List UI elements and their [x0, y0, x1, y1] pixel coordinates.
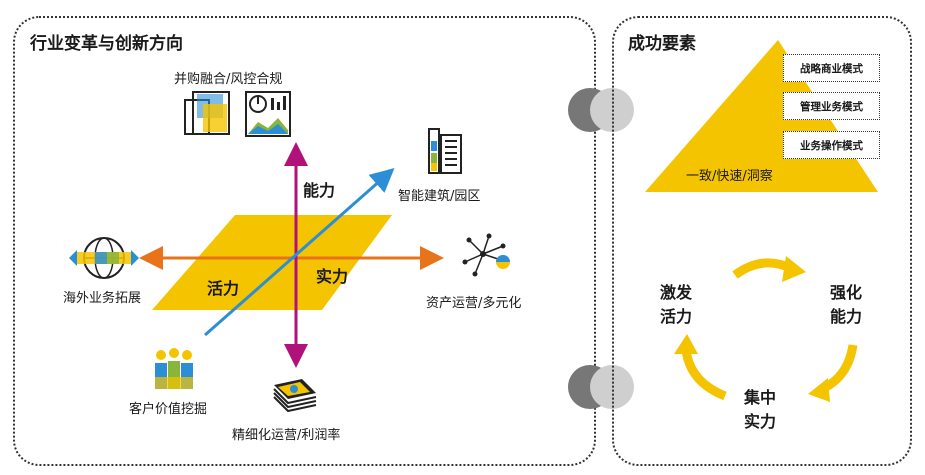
success-factors-panel: [612, 16, 912, 466]
merger-icon: [184, 91, 230, 135]
label-overseas: 海外业务拓展: [63, 291, 142, 306]
tier-management: 管理业务模式: [783, 92, 880, 120]
label-lean-operation: 精细化运营/利润率: [232, 428, 341, 443]
label-smart-building: 智能建筑/园区: [398, 189, 481, 204]
axis-label-capability: 能力: [303, 181, 336, 200]
cycle-strengthen: 强化 能力: [829, 283, 862, 326]
tier-operation: 业务操作模式: [783, 131, 880, 159]
innovation-panel: [13, 16, 596, 466]
success-factors-title: 成功要素: [628, 34, 696, 54]
customers-icon: [155, 348, 193, 389]
diagonal-axis: [204, 168, 395, 337]
tier-strategy: 战略商业模式: [783, 54, 880, 82]
lean-ops-icon: [273, 379, 317, 413]
label-merger-risk: 并购融合/风控合规: [174, 72, 283, 87]
label-asset-operation: 资产运营/多元化: [426, 296, 522, 311]
axis-label-vitality: 活力: [207, 279, 240, 298]
label-customer-value: 客户价值挖掘: [129, 402, 208, 417]
globe-icon: [69, 237, 139, 279]
cycle-concentrate: 集中 实力: [743, 388, 776, 431]
axis-label-strength: 实力: [316, 267, 349, 286]
pyramid-base-label: 一致/快速/洞察: [686, 169, 773, 184]
innovation-panel-title: 行业变革与创新方向: [30, 34, 183, 54]
connector-top: [568, 88, 634, 132]
plane-parallelogram: [152, 215, 392, 310]
cycle-stimulate: 激发 活力: [659, 283, 692, 326]
asset-network-icon: [462, 233, 510, 277]
risk-dashboard-icon: [245, 91, 291, 137]
smart-building-icon: [428, 128, 462, 174]
